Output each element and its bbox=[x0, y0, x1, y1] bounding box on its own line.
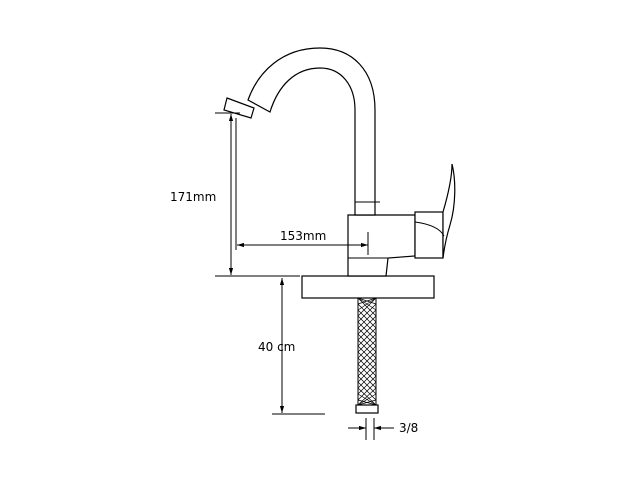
dim-spout-reach: 153mm bbox=[237, 229, 369, 255]
dim-hose-length: 40 cm bbox=[258, 278, 325, 415]
braided-hose bbox=[355, 297, 379, 414]
hose-braid-strand bbox=[357, 399, 377, 406]
spout-height-label: 171mm bbox=[170, 190, 216, 204]
hose-braid-strand bbox=[357, 387, 377, 406]
thread-size-label: 3/8 bbox=[399, 421, 418, 435]
hose-braid-strand bbox=[357, 381, 377, 401]
dim-thread-size: 3/8 bbox=[348, 418, 418, 440]
base-plate bbox=[301, 275, 435, 299]
hose-braid-strand bbox=[357, 393, 377, 406]
lever-handle bbox=[414, 163, 456, 259]
spout-reach-label: 153mm bbox=[280, 229, 326, 243]
hose-braid-strand bbox=[357, 297, 377, 305]
hose-length-label: 40 cm bbox=[258, 340, 295, 354]
gooseneck-spout bbox=[223, 47, 380, 216]
hose-braid-strand bbox=[357, 297, 377, 311]
dim-spout-height: 171mm bbox=[170, 112, 300, 277]
